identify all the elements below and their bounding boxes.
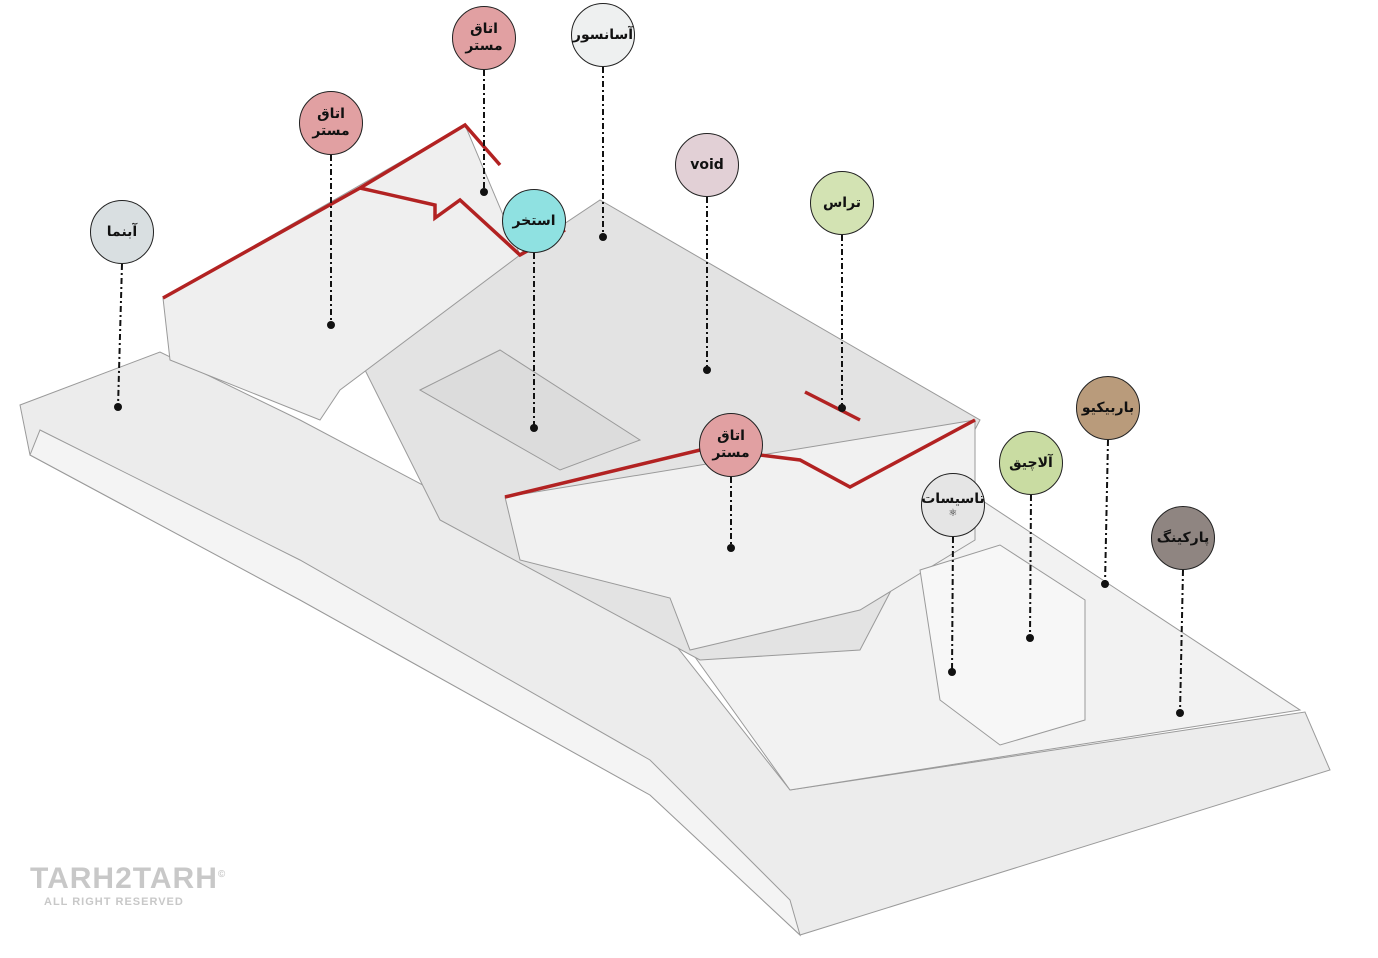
label-void: void bbox=[675, 133, 739, 197]
leader-dot-abnama bbox=[114, 403, 122, 411]
label-text: استخر bbox=[512, 212, 556, 229]
label-text: آسانسور bbox=[572, 26, 634, 43]
pool-basin bbox=[418, 349, 642, 471]
leader-dot-elevator bbox=[599, 233, 607, 241]
label-text: آبنما bbox=[106, 223, 138, 240]
leader-dot-gazebo bbox=[1026, 634, 1034, 642]
label-terrace: تراس bbox=[810, 171, 874, 235]
leader-dot-terrace bbox=[838, 404, 846, 412]
watermark: TARH2TARH© ALL RIGHT RESERVED bbox=[30, 862, 226, 908]
garden-terrace bbox=[29, 429, 801, 937]
gazebo bbox=[919, 544, 1086, 746]
label-text: باربیکیو bbox=[1081, 399, 1135, 416]
label-master1: اتاق مستر bbox=[299, 91, 363, 155]
leader-line-barbecue bbox=[1104, 439, 1109, 585]
label-icon: ⚛ bbox=[948, 508, 958, 519]
label-text: void bbox=[690, 156, 724, 173]
label-pool: استخر bbox=[502, 189, 566, 253]
label-text: اتاق مستر bbox=[312, 106, 350, 139]
label-text: اتاق مستر bbox=[712, 428, 750, 461]
label-text: آلاچیق bbox=[1009, 454, 1053, 471]
label-text: تراس bbox=[822, 194, 862, 211]
leader-line-abnama bbox=[117, 263, 123, 408]
leader-dot-master3 bbox=[727, 544, 735, 552]
leader-dot-master1 bbox=[327, 321, 335, 329]
leader-dot-void bbox=[703, 366, 711, 374]
label-text: اتاق مستر bbox=[465, 21, 503, 54]
leader-dot-pool bbox=[530, 424, 538, 432]
label-text: پارکینگ bbox=[1156, 529, 1210, 546]
leader-line-facilities bbox=[951, 536, 954, 673]
label-barbecue: باربیکیو bbox=[1076, 376, 1140, 440]
label-facilities: تاسیسات⚛ bbox=[921, 473, 985, 537]
label-abnama: آبنما bbox=[90, 200, 154, 264]
leader-dot-barbecue bbox=[1101, 580, 1109, 588]
leader-line-parking bbox=[1179, 569, 1184, 714]
watermark-rights: ALL RIGHT RESERVED bbox=[44, 896, 184, 908]
watermark-copyright: © bbox=[217, 869, 227, 880]
label-text: تاسیسات bbox=[921, 491, 985, 507]
leader-dot-facilities bbox=[948, 668, 956, 676]
label-parking: پارکینگ bbox=[1151, 506, 1215, 570]
leader-line-gazebo bbox=[1029, 494, 1032, 639]
label-master3: اتاق مستر bbox=[699, 413, 763, 477]
label-elevator: آسانسور bbox=[571, 3, 635, 67]
label-gazebo: آلاچیق bbox=[999, 431, 1063, 495]
watermark-brand: TARH2TARH bbox=[30, 862, 218, 895]
leader-dot-parking bbox=[1176, 709, 1184, 717]
right-wing bbox=[504, 419, 976, 651]
leader-dot-master2 bbox=[480, 188, 488, 196]
label-master2: اتاق مستر bbox=[452, 6, 516, 70]
